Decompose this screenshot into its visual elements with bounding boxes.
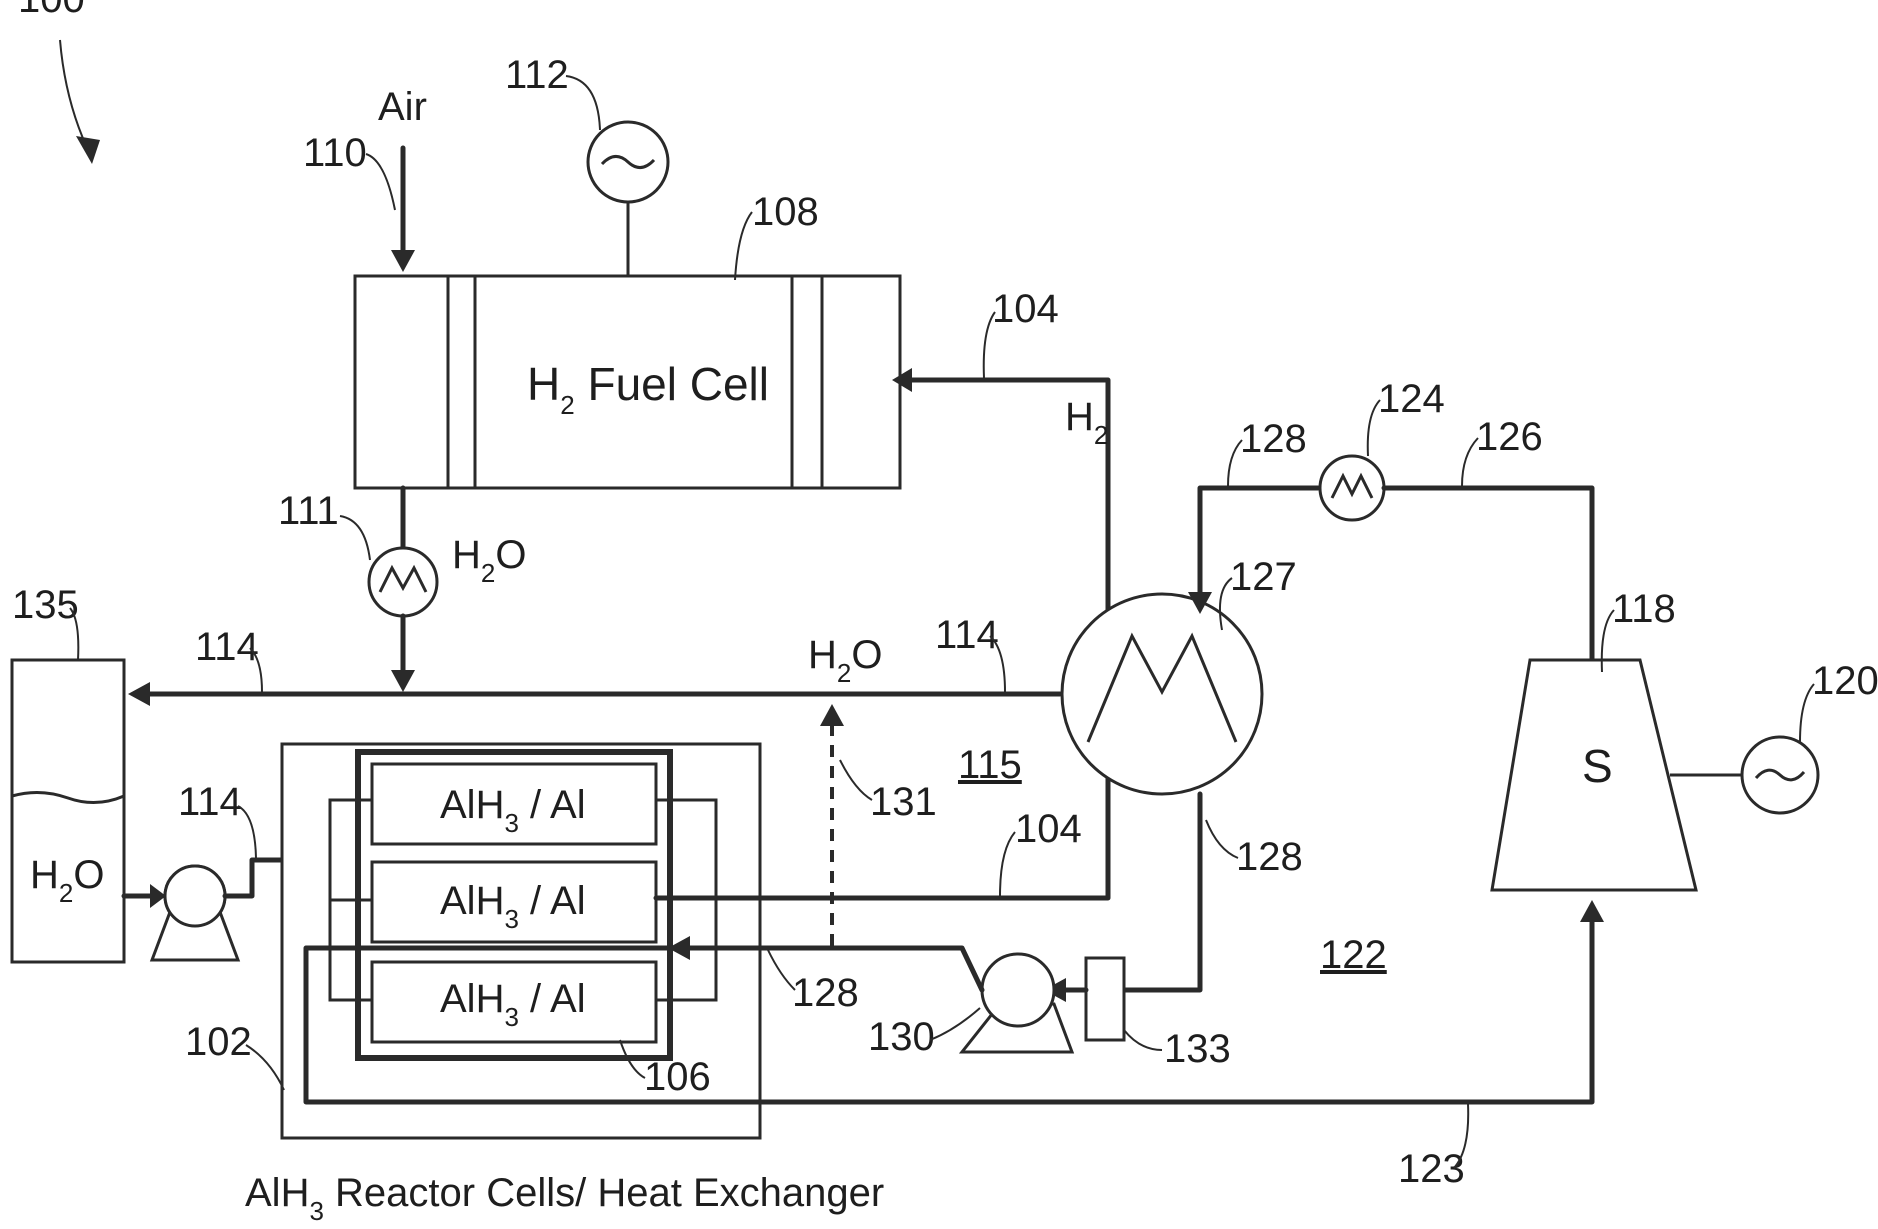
ref-104-b: 104 bbox=[1015, 807, 1082, 851]
ref-131-leader bbox=[840, 760, 872, 800]
filter-133 bbox=[1086, 958, 1124, 1040]
ref-112: 112 bbox=[505, 53, 569, 97]
ref-104-b-leader bbox=[1000, 832, 1015, 896]
ref-124: 124 bbox=[1378, 377, 1445, 421]
ref-115: 115 bbox=[958, 743, 1022, 787]
ref-108-leader bbox=[735, 212, 752, 280]
ref-133: 133 bbox=[1164, 1027, 1231, 1071]
ref-128-c-leader bbox=[768, 950, 795, 990]
ref-100-arrow-line bbox=[60, 40, 88, 150]
ref-133-leader bbox=[1124, 1030, 1162, 1050]
h2-label: H2 bbox=[1065, 395, 1108, 450]
ref-100-arrow-head bbox=[76, 136, 100, 164]
loop-line-128-down bbox=[1124, 794, 1200, 990]
ref-135: 135 bbox=[12, 583, 79, 627]
water-pump-body bbox=[165, 866, 225, 926]
ref-114-b: 114 bbox=[935, 613, 999, 657]
ref-128-b-leader bbox=[1206, 820, 1238, 858]
air-label: Air bbox=[378, 85, 427, 129]
heat-exchanger-111 bbox=[369, 548, 437, 616]
ref-128-a: 128 bbox=[1240, 417, 1307, 461]
ref-111-leader bbox=[340, 516, 370, 560]
ref-120: 120 bbox=[1812, 659, 1878, 703]
ref-108: 108 bbox=[752, 190, 819, 234]
ref-114-c: 114 bbox=[178, 780, 242, 824]
ref-110: 110 bbox=[303, 131, 367, 175]
ref-130-leader bbox=[930, 1008, 980, 1040]
air-inlet-arrow bbox=[391, 250, 415, 272]
ref-127: 127 bbox=[1230, 555, 1297, 599]
vent-arrow bbox=[820, 704, 844, 726]
ref-100: 100 bbox=[18, 0, 85, 21]
h2o-fuelcell-label: H2O bbox=[452, 533, 526, 588]
turbine-label: S bbox=[1582, 740, 1613, 792]
loop-line-126 bbox=[1384, 488, 1592, 660]
ref-128-b: 128 bbox=[1236, 835, 1303, 879]
water-tank-135 bbox=[12, 660, 124, 962]
h2o-vent-label: H2O bbox=[808, 633, 882, 688]
reactor-caption: AlH3 Reactor Cells/ Heat Exchanger bbox=[245, 1171, 884, 1226]
ref-130: 130 bbox=[868, 1015, 935, 1059]
ref-104-a: 104 bbox=[992, 287, 1059, 331]
water-return-arrow bbox=[128, 682, 150, 706]
ref-112-leader bbox=[566, 76, 600, 130]
ref-111: 111 bbox=[278, 489, 339, 533]
turbine-inlet-arrow bbox=[1580, 900, 1604, 922]
ref-118: 118 bbox=[1612, 587, 1676, 631]
ref-106: 106 bbox=[644, 1055, 711, 1099]
ref-131: 131 bbox=[870, 780, 937, 824]
ref-102: 102 bbox=[185, 1020, 252, 1064]
heat-exchanger-124 bbox=[1320, 456, 1384, 520]
ref-122: 122 bbox=[1320, 933, 1387, 977]
ref-123: 123 bbox=[1398, 1147, 1465, 1191]
h2o-drop-arrow bbox=[391, 670, 415, 692]
pump-130 bbox=[982, 954, 1054, 1026]
ref-110-leader bbox=[366, 154, 395, 210]
ref-126: 126 bbox=[1476, 415, 1543, 459]
ref-114-a: 114 bbox=[195, 625, 259, 669]
ref-128-c: 128 bbox=[792, 971, 859, 1015]
